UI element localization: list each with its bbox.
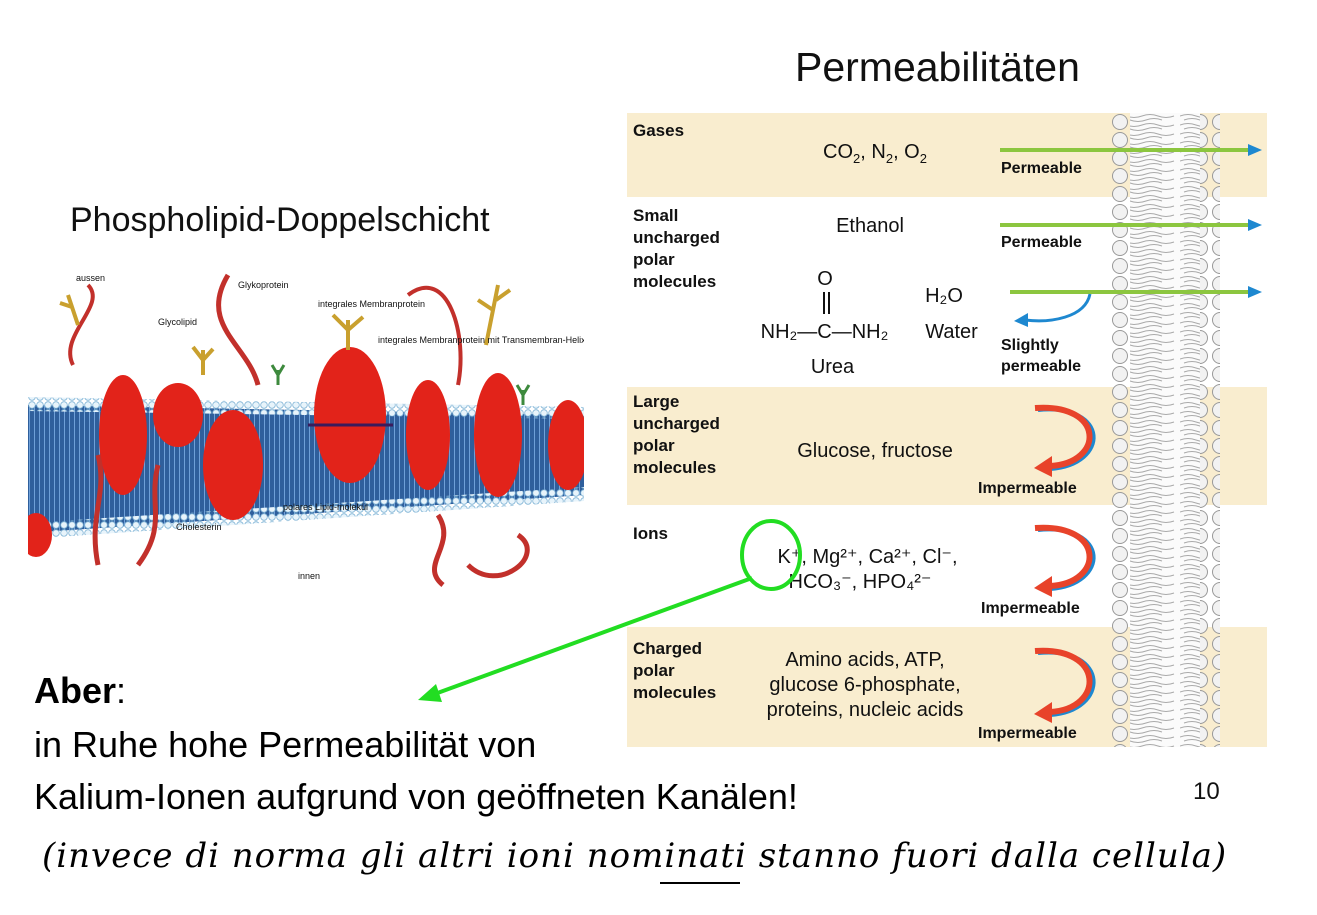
permeable-arrow-ethanol	[1000, 219, 1262, 231]
label-integral-protein: integrales Membranprotein	[318, 299, 425, 309]
label-inside: innen	[298, 571, 320, 581]
label-polar-lipid: polares Lipid-molekül	[283, 502, 368, 512]
charged-permeability: Impermeable	[978, 725, 1077, 742]
charged-molecules-line2: glucose 6-phosphate,	[769, 674, 961, 696]
label-cholesterol: Cholesterin	[176, 522, 222, 532]
urea-oxygen: O	[817, 268, 833, 290]
label-glycolipid: Glycolipid	[158, 317, 197, 327]
slide-title: Permeabilitäten	[795, 44, 1080, 90]
ions-permeability: Impermeable	[981, 600, 1080, 617]
category-charged-polar: Charged polar molecules	[633, 639, 717, 702]
category-large-polar: Large uncharged polar molecules	[633, 392, 720, 477]
category-small-polar: Small uncharged polar molecules	[633, 206, 720, 291]
label-glycoprotein: Glykoprotein	[238, 280, 289, 290]
permeable-arrow-water	[1010, 286, 1262, 327]
large-polar-molecules: Glucose, fructose	[797, 440, 953, 462]
page-number: 10	[1193, 778, 1220, 805]
handwritten-note: (invece di norma gli altri ioni nominati…	[42, 836, 1228, 876]
note-lead: Aber:	[34, 670, 127, 711]
permeable-arrow-gases	[1000, 144, 1262, 156]
ethanol-permeability: Permeable	[1001, 234, 1082, 251]
ions-molecules-line2: HCO₃⁻, HPO₄²⁻	[788, 571, 932, 593]
ethanol-label: Ethanol	[836, 215, 904, 237]
label-outside: aussen	[76, 273, 105, 283]
urea-double-bond	[823, 292, 830, 314]
water-formula: H₂O	[925, 285, 963, 307]
note-line2: Kalium-Ionen aufgrund von geöffneten Kan…	[34, 776, 798, 817]
charged-molecules-line3: proteins, nucleic acids	[766, 699, 964, 721]
urea-name: Urea	[810, 356, 855, 378]
large-polar-permeability: Impermeable	[978, 480, 1077, 497]
impermeable-arrow-ions	[1034, 524, 1096, 597]
impermeable-arrow-large	[1034, 404, 1096, 477]
category-ions: Ions	[633, 524, 668, 543]
note-line1: in Ruhe hohe Permeabilität von	[34, 724, 537, 765]
water-name: Water	[925, 321, 978, 343]
ions-molecules-line1: K⁺, Mg²⁺, Ca²⁺, Cl⁻,	[777, 546, 958, 568]
label-transmembrane-helix: integrales Membranprotein mit Transmembr…	[378, 335, 584, 345]
impermeable-arrow-charged	[1034, 647, 1096, 723]
gases-molecules: CO2, N2, O2	[823, 141, 927, 166]
urea-formula: NH₂—C—NH₂	[760, 321, 889, 343]
category-gases: Gases	[633, 121, 685, 140]
charged-molecules-line1: Amino acids, ATP,	[785, 649, 945, 671]
water-permeability: Slightly permeable	[1001, 337, 1082, 375]
gases-permeability: Permeable	[1001, 160, 1082, 177]
handwritten-underline	[660, 882, 740, 884]
annotation-arrow-head	[418, 684, 442, 702]
membrane-illustration: aussen Glycolipid Glykoprotein integrale…	[20, 265, 588, 597]
membrane-column	[1110, 113, 1220, 747]
illustration-title: Phospholipid-Doppelschicht	[70, 201, 490, 239]
permeability-arrows	[1000, 144, 1262, 723]
